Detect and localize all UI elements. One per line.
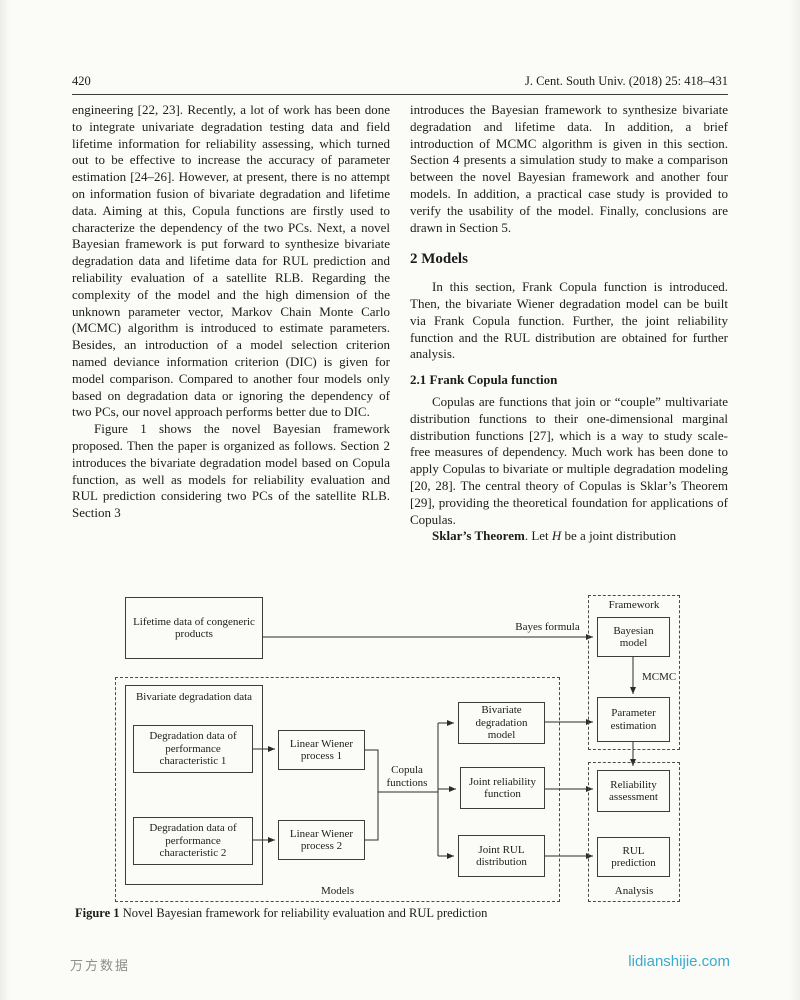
flow-box-reliability-assessment: Reliability assessment	[597, 770, 670, 812]
journal-reference: J. Cent. South Univ. (2018) 25: 418–431	[524, 74, 728, 88]
flow-group-bivariate-degradation-data	[125, 685, 263, 885]
flow-label-models: Models	[321, 885, 354, 897]
flow-group-framework	[588, 595, 680, 750]
paragraph-copulas: Copulas are functions that join or “coup…	[410, 393, 728, 527]
flow-box-bayesian-model: Bayesian model	[597, 617, 670, 657]
paragraph-sections-overview: introduces the Bayesian framework to syn…	[410, 102, 728, 235]
flow-box-lifetime-data: Lifetime data of congeneric products	[125, 597, 263, 659]
sklar-italic-h: H	[551, 528, 562, 544]
flow-label-mcmc: MCMC	[642, 671, 677, 683]
paragraph-models-intro: In this section, Frank Copula function i…	[410, 279, 728, 362]
flow-box-rul-prediction: RUL prediction	[597, 837, 670, 877]
sklar-mid-text: . Let	[524, 528, 552, 544]
subsection-heading-2-1: 2.1 Frank Copula function	[410, 372, 558, 388]
page-header: 420 J. Cent. South Univ. (2018) 25: 418–…	[72, 74, 728, 95]
flow-label-framework: Framework	[608, 599, 660, 611]
section-heading-2-models: 2 Models	[410, 251, 468, 268]
flow-label-analysis: Analysis	[614, 885, 654, 897]
paragraph-paper-organization: Figure 1 shows the novel Bayesian framew…	[72, 421, 390, 521]
flow-box-bivariate-degradation-model: Bivariate degradation model	[458, 702, 545, 744]
flow-box-parameter-estimation: Parameter estimation	[597, 697, 670, 742]
flow-label-bayes-formula: Bayes formula	[515, 621, 580, 633]
figure-caption: Figure 1 Novel Bayesian framework for re…	[75, 906, 731, 921]
paragraph-intro-continuation: engineering [22, 23]. Recently, a lot of…	[72, 102, 390, 420]
flow-group-models	[115, 677, 560, 902]
wanfang-watermark: 万方数据	[70, 958, 131, 973]
page-number: 420	[72, 74, 91, 88]
figure-1-flowchart: Models Framework Analysis Bivariate degr…	[70, 592, 742, 912]
flow-box-linear-wiener-2: Linear Wiener process 2	[278, 820, 365, 860]
sklar-rest-text: be a joint distribution	[561, 528, 677, 544]
flow-box-linear-wiener-1: Linear Wiener process 1	[278, 730, 365, 770]
footer-site-link[interactable]: lidianshijie.com	[628, 953, 730, 970]
flow-label-copula-functions: Copula functions	[386, 764, 428, 789]
flow-box-joint-reliability-function: Joint reliability function	[460, 767, 545, 809]
left-column: engineering [22, 23]. Recently, a lot of…	[72, 102, 390, 522]
paragraph-sklar-theorem: Sklar’s Theorem. Let H be a joint distri…	[410, 528, 728, 545]
figure-caption-label: Figure 1	[75, 906, 120, 920]
sklar-theorem-bold: Sklar’s Theorem	[432, 528, 525, 544]
flow-label-bivariate-degradation-data: Bivariate degradation data	[135, 691, 253, 703]
right-column: introduces the Bayesian framework to syn…	[410, 102, 728, 545]
flow-box-joint-rul-distribution: Joint RUL distribution	[458, 835, 545, 877]
flow-box-degradation-data-pc2: Degradation data of performance characte…	[133, 817, 253, 865]
figure-caption-text: Novel Bayesian framework for reliability…	[119, 906, 488, 920]
flow-box-degradation-data-pc1: Degradation data of performance characte…	[133, 725, 253, 773]
flow-group-analysis	[588, 762, 680, 902]
